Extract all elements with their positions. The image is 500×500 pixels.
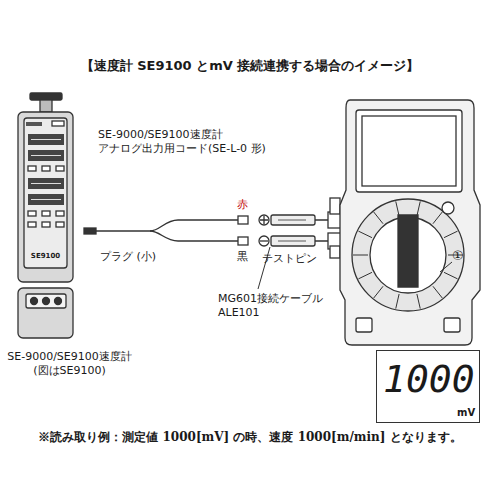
dial-segment xyxy=(417,201,420,216)
dial-segment xyxy=(374,212,383,224)
dial-segment xyxy=(358,231,372,238)
dial-segment xyxy=(433,286,442,298)
callout-number: ① xyxy=(452,248,472,265)
red-label: 赤 xyxy=(237,198,257,212)
diagram-title: 【速度計 SE9100 とmV 接続連携する場合のイメージ】 xyxy=(20,58,480,75)
display-value: 1000 xyxy=(383,355,475,404)
dial-segment xyxy=(396,294,399,309)
dial-segment xyxy=(374,286,383,298)
reading-note: ※読み取り例：測定値 1000[mV] の時、速度 1000[m/min] とな… xyxy=(8,430,492,446)
zoomed-display: 1000 mV xyxy=(376,350,480,423)
display-unit: mV xyxy=(457,406,475,419)
dial-segment xyxy=(353,255,368,256)
dial-segment xyxy=(444,272,458,279)
dial-segment xyxy=(396,201,399,216)
dial-segment xyxy=(444,231,458,238)
device-model-text: SE9100 xyxy=(24,252,67,261)
device-label: SE-9000/SE9100速度計 (図はSE9100) xyxy=(2,350,137,379)
dial-segment xyxy=(417,294,420,309)
plug-label: プラグ (小) xyxy=(100,250,190,264)
test-pin-label: テストピン xyxy=(262,252,342,266)
dial-segment xyxy=(358,272,372,279)
cable-label: MG601接続ケーブル ALE101 xyxy=(218,292,333,321)
cord-label: SE-9000/SE9100速度計 アナログ出力用コード(SE-L-0 形) xyxy=(98,128,283,157)
dial-segment xyxy=(433,212,442,224)
black-label: 黒 xyxy=(237,250,257,264)
